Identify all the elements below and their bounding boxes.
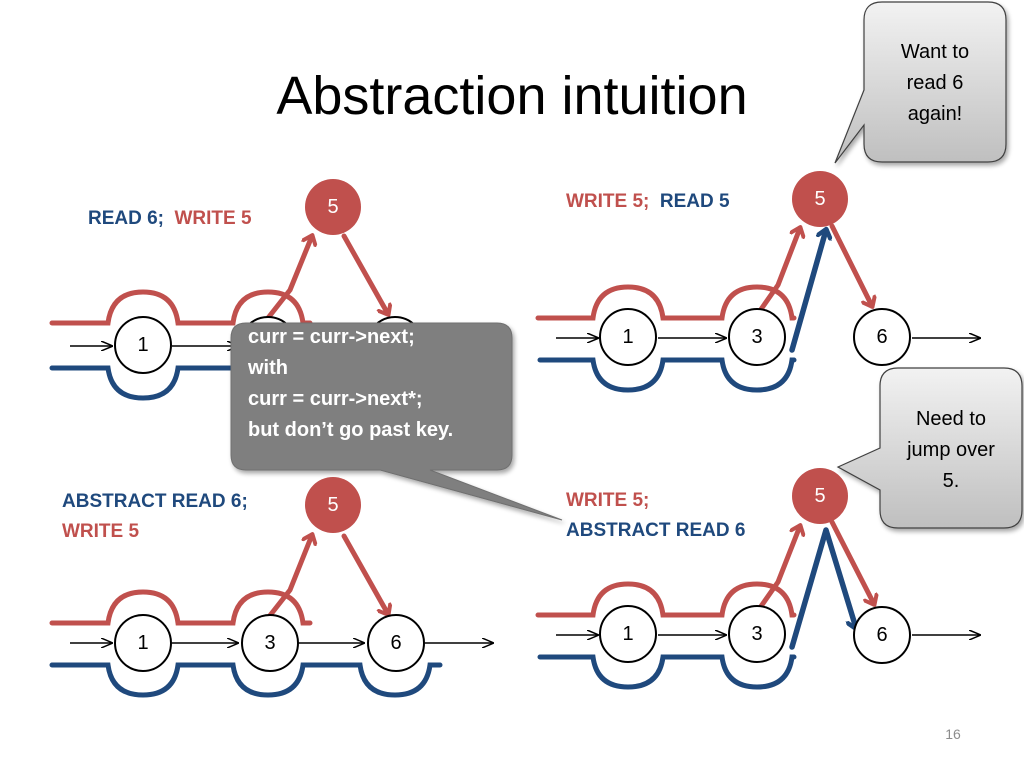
need-to-jump-callout <box>836 367 1023 529</box>
want-to-read-line-3: again! <box>908 103 963 125</box>
blue-abstract-read-arrow <box>789 527 856 650</box>
svg-text:1: 1 <box>622 623 633 645</box>
page-number: 16 <box>945 726 961 742</box>
want-to-read-callout-bubble <box>834 1 1007 164</box>
red-write-arrow <box>341 233 388 314</box>
panel-bottom-right: WRITE 5; ABSTRACT READ 6 1 3 6 5 <box>535 468 980 690</box>
need-to-jump-line-2: jump over <box>906 439 995 461</box>
code-line-3: curr = curr->next*; <box>248 388 423 410</box>
svg-text:3: 3 <box>264 632 275 654</box>
svg-text:1: 1 <box>137 632 148 654</box>
node-6: 6 <box>853 308 911 366</box>
blue-track <box>537 654 797 690</box>
node-5-floating: 5 <box>305 477 361 533</box>
blue-read-arrow <box>789 230 826 353</box>
blue-track <box>49 662 443 698</box>
node-5-floating: 5 <box>792 468 848 524</box>
blue-track <box>537 357 797 393</box>
svg-text:1: 1 <box>137 334 148 356</box>
svg-text:5: 5 <box>814 485 825 507</box>
code-line-2: with <box>247 357 288 379</box>
need-to-jump-line-1: Need to <box>916 408 986 430</box>
code-line-4: but don’t go past key. <box>248 419 453 441</box>
slide-title: Abstraction intuition <box>276 66 747 126</box>
svg-text:5: 5 <box>327 494 338 516</box>
label-read: READ 6; <box>88 208 164 229</box>
want-to-read-callout <box>834 1 1007 164</box>
label-write: WRITE 5; <box>566 191 649 212</box>
node-1: 1 <box>599 605 657 663</box>
node-6: 6 <box>853 606 911 664</box>
node-1: 1 <box>599 308 657 366</box>
code-callout <box>230 322 563 521</box>
node-5-floating: 5 <box>792 171 848 227</box>
code-line-1: curr = curr->next; <box>248 326 415 348</box>
red-write-arrow <box>265 236 312 321</box>
red-write-arrow <box>754 228 800 318</box>
panel-bottom-left-label-line2: WRITE 5 <box>62 521 139 542</box>
red-write-arrow <box>754 526 800 615</box>
panel-top-right: WRITE 5; READ 5 1 3 6 5 <box>535 171 980 393</box>
panel-bottom-left-label-line1: ABSTRACT READ 6; <box>62 491 248 512</box>
red-write-arrow <box>265 535 312 621</box>
panel-bottom-right-label-line2: ABSTRACT READ 6 <box>566 520 745 541</box>
svg-text:3: 3 <box>751 326 762 348</box>
svg-text:3: 3 <box>751 623 762 645</box>
red-write-arrow <box>829 223 872 306</box>
panel-top-left-label: READ 6; WRITE 5 <box>88 208 252 229</box>
node-1: 1 <box>114 614 172 672</box>
node-3: 3 <box>241 614 299 672</box>
want-to-read-line-2: read 6 <box>907 72 964 94</box>
svg-text:5: 5 <box>814 188 825 210</box>
svg-text:6: 6 <box>876 624 887 646</box>
red-write-arrow <box>341 533 388 614</box>
node-1: 1 <box>114 316 172 374</box>
label-write: WRITE 5 <box>174 208 251 229</box>
panel-bottom-left: ABSTRACT READ 6; WRITE 5 1 3 6 5 <box>49 477 493 698</box>
label-read: READ 5 <box>660 191 730 212</box>
node-5-floating: 5 <box>305 179 361 235</box>
code-callout-bubble <box>230 322 563 521</box>
want-to-read-line-1: Want to <box>901 41 969 63</box>
panel-bottom-right-label-line1: WRITE 5; <box>566 490 649 511</box>
node-3: 3 <box>728 308 786 366</box>
svg-text:6: 6 <box>876 326 887 348</box>
need-to-jump-line-3: 5. <box>943 470 960 492</box>
node-3: 3 <box>728 605 786 663</box>
node-6: 6 <box>367 614 425 672</box>
svg-text:6: 6 <box>390 632 401 654</box>
need-to-jump-callout-bubble <box>836 367 1023 529</box>
svg-text:5: 5 <box>327 196 338 218</box>
red-write-arrow <box>829 519 874 604</box>
svg-text:1: 1 <box>622 326 633 348</box>
panel-top-right-label: WRITE 5; READ 5 <box>566 191 730 212</box>
